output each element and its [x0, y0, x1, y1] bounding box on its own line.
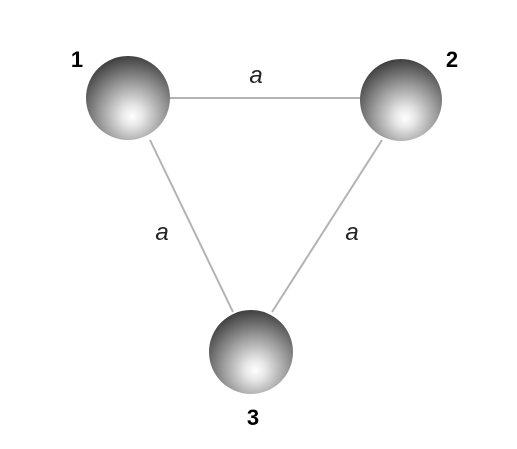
- edge-label-2-3: a: [345, 219, 358, 246]
- node-label-1: 1: [71, 47, 83, 72]
- edge-label-1-2: a: [249, 62, 262, 89]
- node-label-2: 2: [446, 47, 458, 72]
- edge-label-1-3: a: [155, 219, 168, 246]
- edge-1-3: [149, 139, 234, 313]
- edge-2-3: [271, 139, 383, 313]
- sphere-node-1: [86, 56, 170, 140]
- sphere-node-3: [209, 310, 293, 394]
- node-label-3: 3: [247, 405, 259, 430]
- sphere-node-2: [360, 59, 442, 141]
